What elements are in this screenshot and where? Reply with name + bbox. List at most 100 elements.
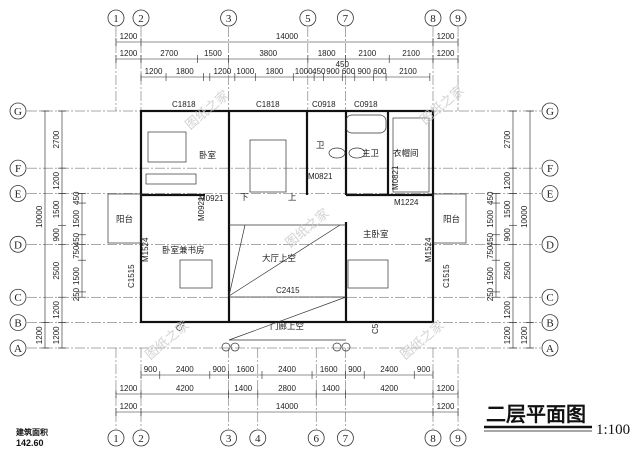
axis-label: E <box>15 189 22 201</box>
axis-bubble <box>541 159 559 177</box>
dimension-value: 1800 <box>176 67 194 76</box>
room-bedroom: 卧室 <box>199 150 217 161</box>
axis-bubble <box>9 235 27 253</box>
dimension-value: 1500 <box>72 209 81 227</box>
axis-label: 1 <box>113 433 119 445</box>
window-label: C1515 <box>442 264 451 288</box>
column-icon <box>341 342 351 352</box>
axis-bubble <box>299 9 317 27</box>
axis-bubble <box>424 9 442 27</box>
dimension-lines: 1200 14000 1200 1200 2700 1500 3800 1800 2100 210… <box>35 32 534 416</box>
dimension-value: 4200 <box>380 384 398 393</box>
window-label: C1818 <box>172 100 196 109</box>
dimension-value: 1500 <box>503 200 512 218</box>
axis-bubble <box>307 429 325 447</box>
axis-label: G <box>14 106 22 118</box>
dimension-value: 2500 <box>503 261 512 279</box>
dimension-value: 2700 <box>160 49 178 58</box>
wardrobe-icon <box>145 173 197 185</box>
dimension-value: 900 <box>52 228 61 242</box>
axis-label: 4 <box>255 433 261 445</box>
axis-bubble <box>541 235 559 253</box>
axis-bubble <box>541 288 559 306</box>
axis-label: 1 <box>113 13 119 25</box>
axis-bubble <box>9 288 27 306</box>
staircase <box>249 139 287 193</box>
axis-label: 2 <box>138 13 144 25</box>
dimension-value: 1800 <box>318 49 336 58</box>
axis-bubble <box>541 185 559 202</box>
axis-label: D <box>14 239 22 251</box>
title-block: 二层平面图 1:100 建筑面积 142.60 <box>15 402 630 448</box>
watermark: 图纸之家 <box>417 82 467 128</box>
axis-bubble <box>541 339 559 357</box>
room-balcony-left: 阳台 <box>116 214 133 225</box>
dimension-value: 1400 <box>234 384 252 393</box>
axis-bubble <box>132 9 150 27</box>
dimension-value: 1200 <box>120 32 138 41</box>
dimension-value: 1200 <box>120 402 138 411</box>
dimension-value: 2700 <box>503 130 512 148</box>
opening-labels: C1818 C1818 C0918 C0918 M0821 M0821 M092… <box>127 100 451 334</box>
window-label: C1515 <box>127 264 136 288</box>
dimension-value: 14000 <box>276 32 299 41</box>
door-label: M0921 <box>199 194 224 203</box>
room-master-bedroom: 主卧室 <box>363 229 389 240</box>
dimension-value: 2100 <box>402 49 420 58</box>
dimension-value: 1200 <box>35 326 44 344</box>
dimension-value: 2100 <box>358 49 376 58</box>
axis-bubble <box>9 339 27 357</box>
dimension-value: 1200 <box>52 300 61 318</box>
dimension-value: 1200 <box>120 384 138 393</box>
room-closet: 衣帽间 <box>393 148 419 159</box>
axis-label: 9 <box>455 433 461 445</box>
axis-label: 5 <box>305 13 311 25</box>
dimension-value: 1200 <box>437 402 455 411</box>
dimension-value: 3800 <box>259 49 277 58</box>
dimension-value: 1000 <box>295 67 313 76</box>
dimension-value: 2700 <box>52 130 61 148</box>
door-label: M0821 <box>391 165 400 190</box>
porch-diagonal <box>228 296 347 341</box>
axis-bubble <box>9 314 27 332</box>
axis-label: F <box>547 163 553 175</box>
axis-bubble <box>541 102 559 120</box>
axis-bubble <box>107 429 125 447</box>
dimension-value: 750 <box>72 245 81 259</box>
area-value: 142.60 <box>16 438 44 448</box>
door-label: M1524 <box>424 237 433 262</box>
toilet-icon <box>348 147 366 159</box>
axis-label: D <box>546 239 554 251</box>
dimension-value: 1200 <box>52 171 61 189</box>
drawing-scale: 1:100 <box>596 422 630 438</box>
bathtub-icon <box>345 114 387 134</box>
axis-bubble <box>249 429 267 447</box>
room-bedroom-study: 卧室兼书房 <box>162 245 205 256</box>
dimension-value: 2800 <box>278 384 296 393</box>
room-hall-void: 大厅上空 <box>262 253 296 264</box>
door-label: M1524 <box>141 237 150 262</box>
dimension-value: 900 <box>348 365 362 374</box>
axis-bubble <box>541 314 559 332</box>
watermark: 图纸之家 <box>397 317 447 363</box>
dimension-value: 10000 <box>35 205 44 228</box>
axis-bubble <box>9 159 27 177</box>
dimension-value: 10000 <box>520 205 529 228</box>
dimension-value: 1500 <box>486 267 495 285</box>
balcony-right <box>432 193 467 244</box>
dimension-value: 1200 <box>145 67 163 76</box>
dimension-value: 900 <box>144 365 158 374</box>
dimension-value: 2400 <box>278 365 296 374</box>
balcony-left <box>107 193 142 244</box>
axis-label: G <box>546 106 554 118</box>
axis-bubble <box>132 429 150 447</box>
dimension-value: 1200 <box>437 384 455 393</box>
room-labels: 卧室 卫 主卫 衣帽间 阳台 阳台 卧室兼书房 大厅上空 主卧室 门廊上空 下 … <box>116 141 460 332</box>
axis-label: 7 <box>343 13 349 25</box>
dimension-value: 600 <box>342 67 356 76</box>
stair-down-label: 下 <box>240 193 249 203</box>
dimension-value: 2400 <box>380 365 398 374</box>
dimension-value: 1200 <box>213 67 231 76</box>
